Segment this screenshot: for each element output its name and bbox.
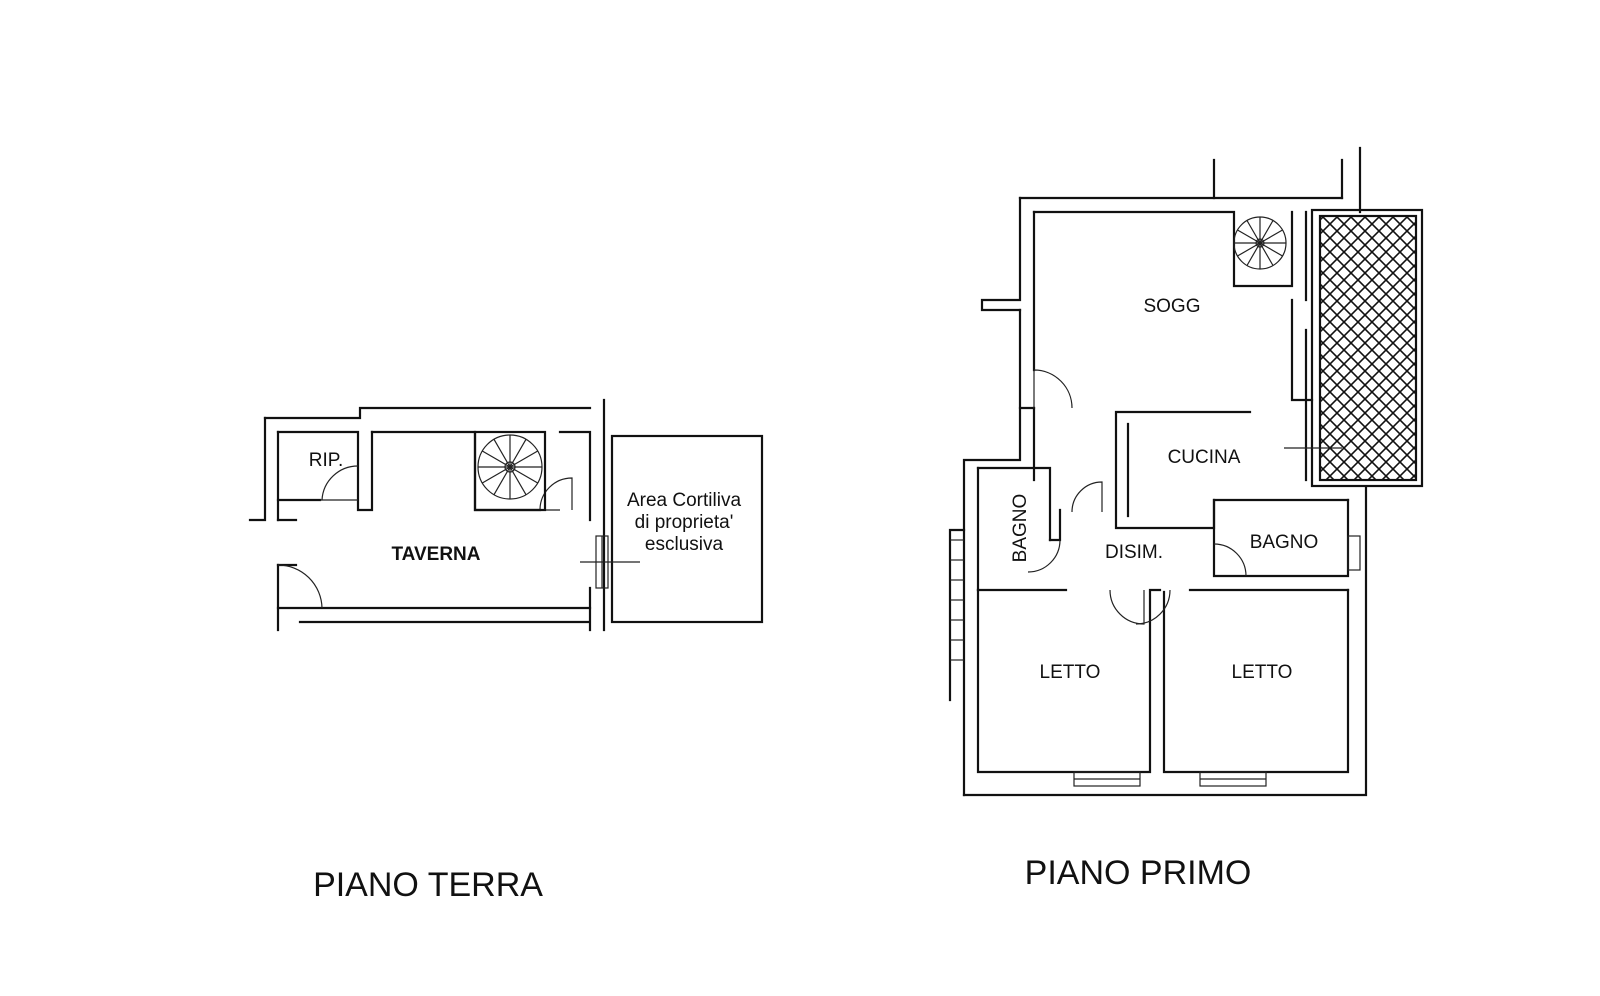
door-swing-icon: [1213, 543, 1247, 577]
spiral-staircase-icon: [1233, 216, 1287, 270]
courtyard-area: [610, 434, 764, 624]
stair-well: [473, 430, 547, 512]
room-label-bagno-right: BAGNO: [1250, 532, 1319, 553]
room-label-rip: RIP.: [309, 450, 344, 471]
door-swing-icon: [320, 465, 359, 501]
first-floor-plan: SOGG CUCINA BAGNO BAGNO DISIM. LETTO LET…: [948, 146, 1424, 892]
door-swing-icon: [1109, 589, 1145, 625]
door-swing-icon: [1033, 369, 1073, 409]
room-label-taverna: TAVERNA: [391, 544, 480, 565]
fence-railing: [950, 539, 964, 661]
ground-floor-plan: RIP. TAVERNA Area Cortiliva di proprieta…: [248, 398, 764, 904]
terrace-border: [1310, 208, 1424, 488]
courtyard-label-line-3: esclusiva: [645, 534, 724, 555]
window-icon: [1199, 771, 1267, 787]
room-label-cucina: CUCINA: [1168, 447, 1241, 468]
window-icon: [1347, 535, 1361, 571]
door-swing-icon: [277, 564, 323, 609]
room-label-disim: DISIM.: [1105, 542, 1163, 563]
room-label-sogg: SOGG: [1143, 296, 1200, 317]
room-label-letto-left: LETTO: [1040, 662, 1101, 683]
room-label-letto-right: LETTO: [1232, 662, 1293, 683]
first-floor-title: PIANO PRIMO: [1025, 854, 1252, 892]
spiral-staircase-icon: [477, 434, 543, 500]
door-swing-icon: [1071, 481, 1103, 513]
door-swing-icon: [1135, 589, 1171, 625]
door-swing-icon: [1027, 539, 1061, 573]
first-floor-walls: [948, 146, 1368, 797]
room-label-bagno-left: BAGNO: [1010, 494, 1031, 563]
hatched-terrace: [1318, 214, 1418, 482]
courtyard-label-line-2: di proprieta': [635, 512, 734, 533]
courtyard-label-line-1: Area Cortiliva: [627, 490, 741, 511]
window-icon: [1073, 771, 1141, 787]
ground-floor-title: PIANO TERRA: [313, 866, 543, 904]
ground-floor-walls: [248, 398, 606, 632]
